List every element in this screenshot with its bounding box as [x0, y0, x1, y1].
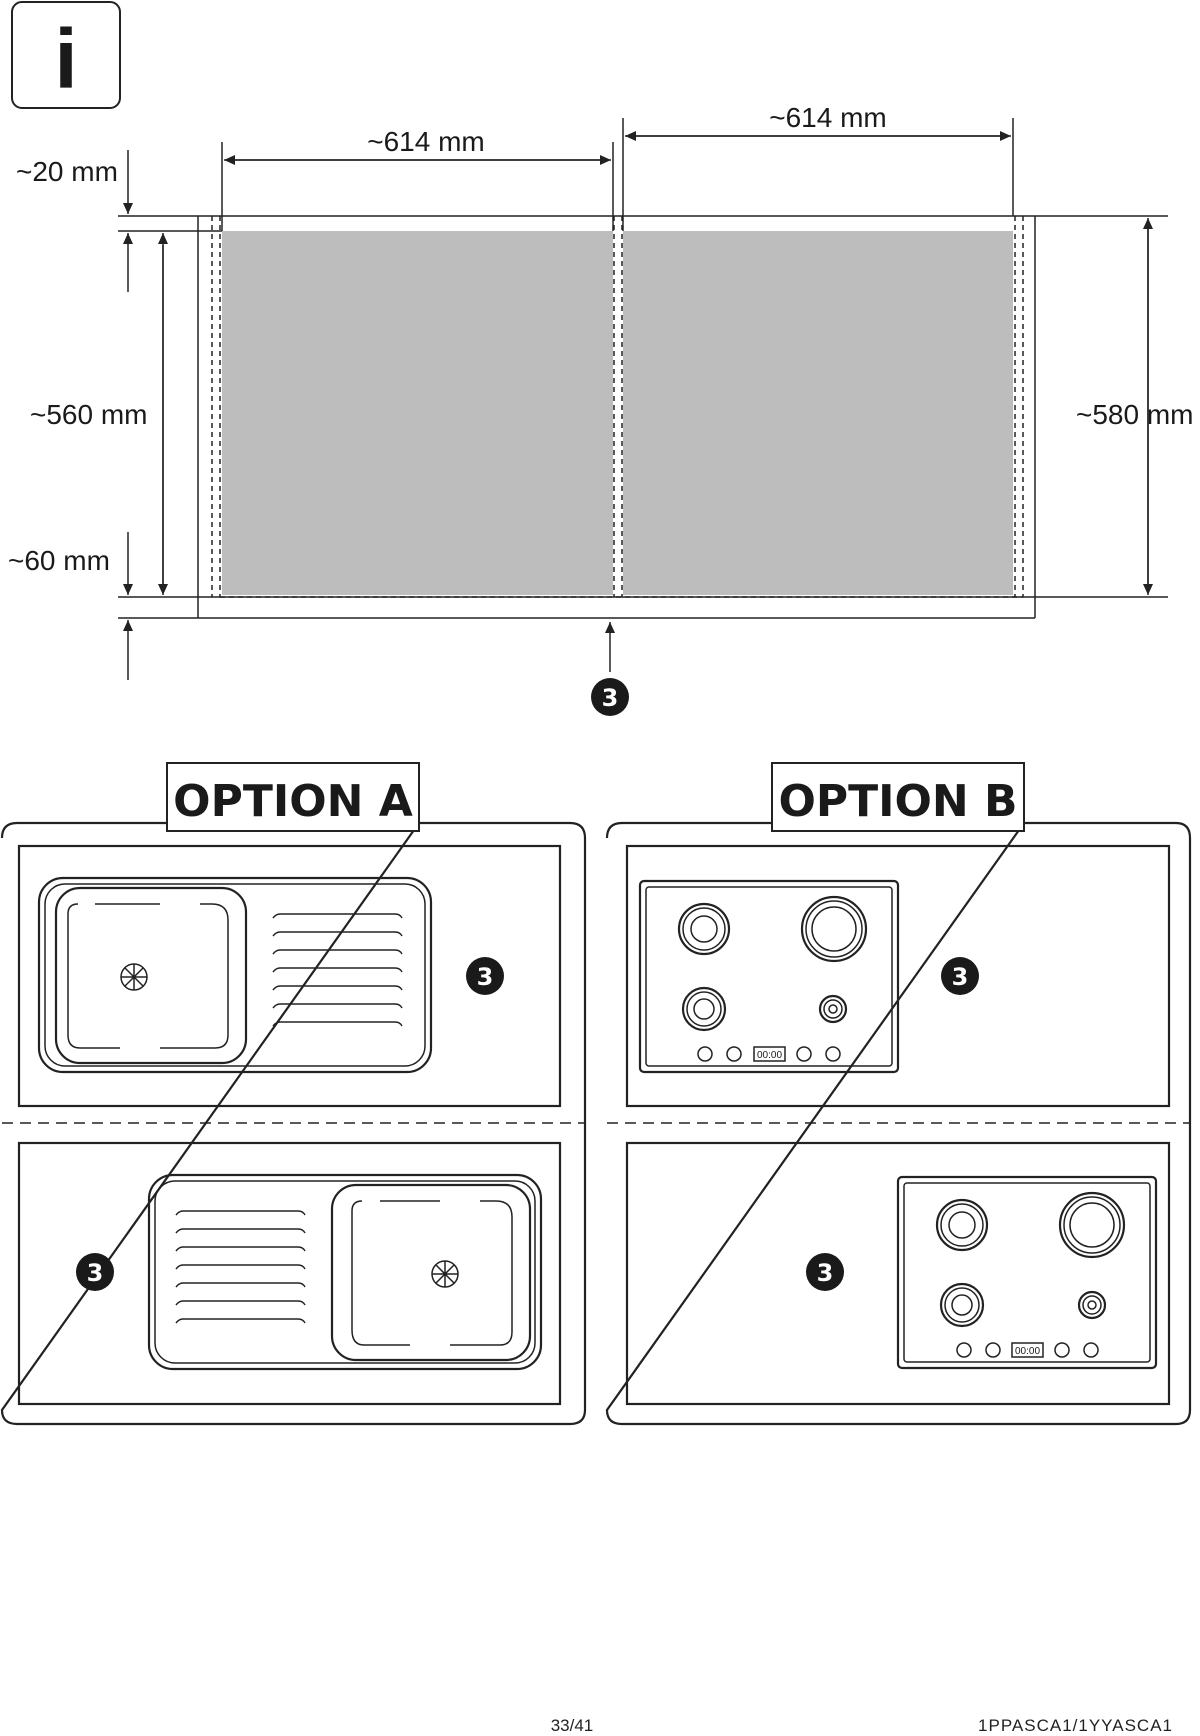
svg-text:3: 3 — [477, 963, 494, 991]
cutout-area-left — [222, 231, 613, 595]
dimension-outer-height: ~580 mm — [1076, 399, 1194, 430]
page-number: 33/41 — [551, 1716, 594, 1735]
model-code: 1PPASCA1/1YYASCA1 — [978, 1716, 1173, 1735]
svg-text:3: 3 — [952, 963, 969, 991]
sink-right — [147, 1173, 543, 1371]
info-icon: i — [11, 1, 121, 109]
marker-badge: 3 — [466, 957, 504, 995]
sink-drainer-ribs — [272, 913, 403, 1027]
hob-top: 00:00 — [638, 879, 900, 1074]
marker-badge: 3 — [76, 1253, 114, 1291]
dimension-top-right-width: ~614 mm — [769, 102, 887, 133]
hob-bottom: 00:00 — [896, 1175, 1158, 1370]
option-b-panel: OPTION B 00:00 3 — [605, 762, 1192, 1426]
svg-text:3: 3 — [87, 1259, 104, 1287]
hob-display: 00:00 — [757, 1050, 782, 1061]
dimension-top-left-width: ~614 mm — [367, 126, 485, 157]
option-a-title: OPTION A — [173, 776, 413, 827]
marker-badge: 3 — [806, 1253, 844, 1291]
dimension-bottom-gap: ~60 mm — [8, 545, 110, 576]
cutout-area-right — [623, 231, 1013, 595]
dimension-top-gap: ~20 mm — [16, 156, 118, 187]
sink-drainer-ribs — [175, 1210, 306, 1324]
dimension-inner-height: ~560 mm — [30, 399, 148, 430]
marker-badge: 3 — [941, 957, 979, 995]
svg-text:i: i — [54, 12, 77, 106]
option-b-title: OPTION B — [778, 776, 1017, 827]
cutout-diagram: ~614 mm ~614 mm ~20 mm ~560 mm ~60 mm ~5… — [8, 102, 1194, 716]
option-a-panel: OPTION A 3 — [0, 762, 587, 1426]
marker-badge: 3 — [591, 678, 629, 716]
hob-display: 00:00 — [1015, 1346, 1040, 1357]
sink-left — [37, 876, 433, 1074]
svg-text:3: 3 — [817, 1259, 834, 1287]
svg-text:3: 3 — [602, 684, 619, 712]
